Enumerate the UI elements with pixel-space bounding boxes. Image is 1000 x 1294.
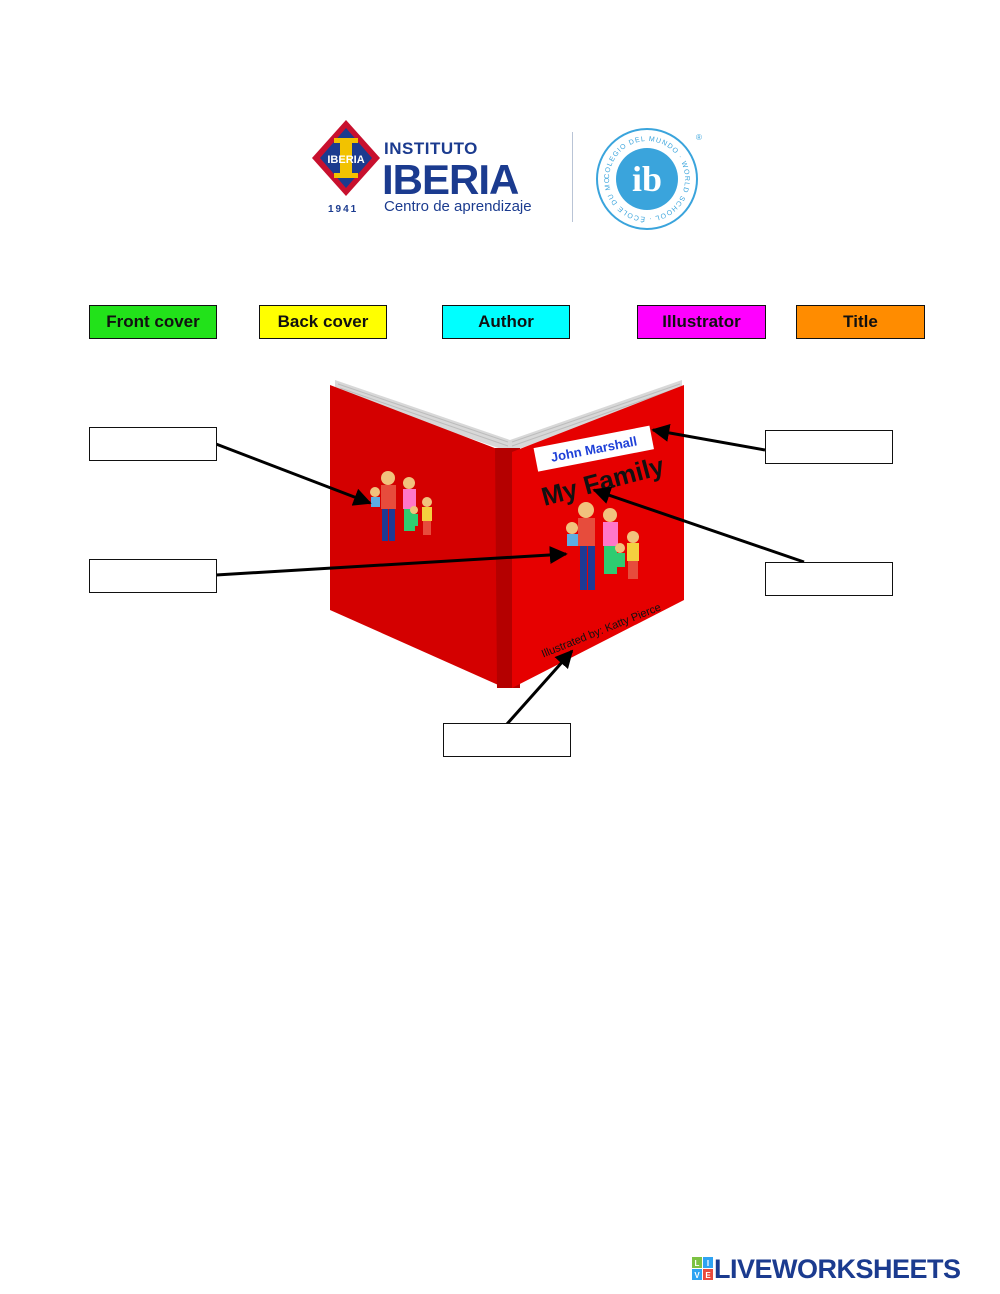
liveworksheets-wordmark: LIVEWORKSHEETS [714, 1254, 961, 1285]
word-front-cover[interactable]: Front cover [89, 305, 217, 339]
svg-text:I: I [707, 1259, 709, 1268]
word-author[interactable]: Author [442, 305, 570, 339]
word-back-cover[interactable]: Back cover [259, 305, 387, 339]
iberia-emblem-icon: IBERIA [310, 118, 382, 198]
iberia-line2: IBERIA [382, 160, 518, 200]
svg-text:L: L [695, 1259, 700, 1268]
answer-box-title[interactable] [765, 562, 893, 596]
liveworksheets-logo-icon: L I V E [692, 1257, 714, 1281]
answer-box-illustrator[interactable] [443, 723, 571, 757]
ib-letters: ib [632, 159, 662, 199]
svg-text:V: V [694, 1271, 700, 1280]
ib-registered-mark: ® [696, 133, 702, 142]
iberia-line3: Centro de aprendizaje [384, 198, 532, 215]
header-divider [572, 132, 573, 222]
ib-world-school-logo: COLEGIO DEL MUNDO · WORLD SCHOOL · ÉCOLE… [592, 124, 702, 234]
iberia-emblem-text: IBERIA [327, 154, 364, 166]
answer-box-author[interactable] [765, 430, 893, 464]
answer-box-front-cover[interactable] [89, 559, 217, 593]
answer-box-back-cover[interactable] [89, 427, 217, 461]
word-illustrator[interactable]: Illustrator [637, 305, 766, 339]
word-title[interactable]: Title [796, 305, 925, 339]
svg-text:E: E [705, 1271, 711, 1280]
liveworksheets-brand: L I V E LIVEWORKSHEETS [692, 1255, 961, 1283]
iberia-year: 1941 [328, 204, 358, 215]
header-logos: IBERIA 1941 INSTITUTO IBERIA Centro de a… [310, 118, 710, 230]
